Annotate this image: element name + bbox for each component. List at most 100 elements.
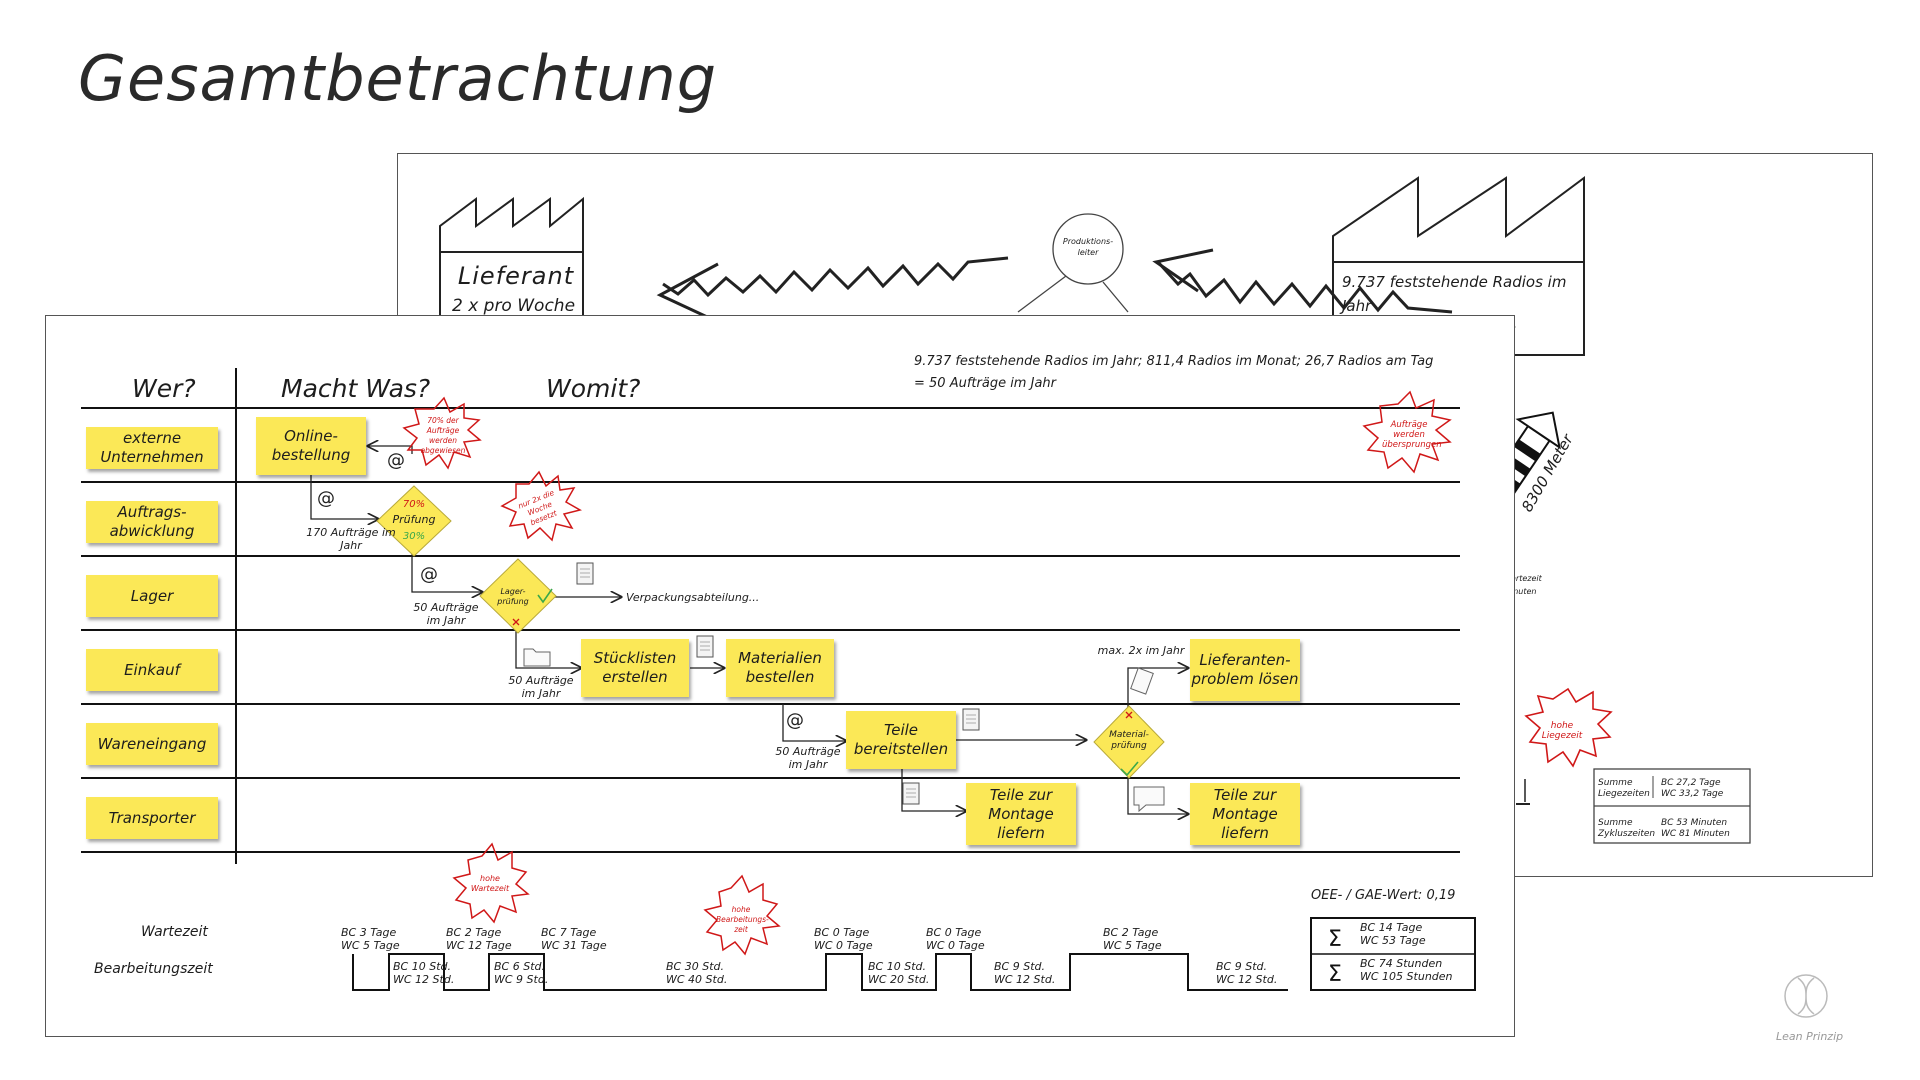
wait-wc: WC 0 Tage: [814, 939, 873, 952]
task-online-bestellung: Online-bestellung: [256, 417, 366, 475]
wait-bc: BC 0 Tage: [926, 926, 982, 939]
wait-wc: WC 12 Tage: [446, 939, 512, 952]
decision-pruefung: Prüfung: [392, 513, 436, 526]
timeline-bearbeitungszeit-label: Bearbeitungszeit: [94, 961, 213, 977]
header-with: Womit?: [546, 374, 641, 403]
proc-wc: WC 12 Std.: [994, 973, 1056, 986]
partial-text-line: artezeit: [1511, 574, 1542, 583]
email-icon: @: [420, 564, 438, 585]
sum-bc: BC 74 Stunden: [1360, 957, 1443, 970]
svg-text:Σ: Σ: [1328, 962, 1342, 987]
note-50-auftraege-wareneingang: 50 Aufträge im Jahr: [775, 745, 841, 771]
note-50-auftraege-lager: 50 Aufträge im Jahr: [413, 601, 479, 627]
partial-text-line: inuten: [1511, 587, 1537, 596]
wait-bc: BC 3 Tage: [341, 926, 397, 939]
proc-bc: BC 9 Std.: [1216, 960, 1267, 973]
sum-wc: WC 105 Stunden: [1360, 970, 1453, 983]
summary-value: WC 33,2 Tage: [1661, 789, 1724, 799]
svg-text:Σ: Σ: [1328, 927, 1342, 952]
header-who: Wer?: [132, 374, 196, 403]
proc-bc: BC 30 Std.: [666, 960, 724, 973]
proc-time-4: BC 10 Std.WC 20 Std.: [868, 960, 929, 986]
summary-value: WC 81 Minuten: [1661, 829, 1730, 839]
summary-zykluszeiten-values: BC 53 Minuten WC 81 Minuten: [1661, 818, 1749, 840]
email-icon: @: [387, 450, 405, 471]
summary-liegezeiten-values: BC 27,2 Tage WC 33,2 Tage: [1661, 778, 1749, 800]
lean-prinzip-logo-icon: [1784, 974, 1828, 1018]
note-50-auftraege-einkauf: 50 Aufträge im Jahr: [508, 674, 574, 700]
proc-time-1: BC 10 Std.WC 12 Std.: [393, 960, 454, 986]
proc-wc: WC 20 Std.: [868, 973, 930, 986]
role-einkauf: Einkauf: [86, 649, 218, 691]
proc-wc: WC 40 Std.: [666, 973, 728, 986]
task-teile-zur-montage-2: Teile zur Montage liefern: [1190, 783, 1300, 845]
burst-auftraege-abgewiesen: 70% der Aufträge werden abgewiesen: [420, 416, 466, 455]
burst-liegezeit: hohe Liegezeit: [1541, 721, 1583, 741]
sum-wc: WC 53 Tage: [1360, 934, 1426, 947]
summary-zykluszeiten-label: Summe Zykluszeiten: [1598, 818, 1656, 839]
role-auftragsabwicklung: Auftrags-abwicklung: [86, 501, 218, 543]
wait-bc: BC 2 Tage: [446, 926, 502, 939]
burst-hohe-wartezeit: hohe Wartezeit: [470, 874, 510, 893]
proc-time-6: BC 9 Std.WC 12 Std.: [1216, 960, 1277, 986]
note-170-auftraege: 170 Aufträge im Jahr: [306, 526, 396, 552]
page-title: Gesamtbetrachtung: [78, 42, 718, 115]
proc-bc: BC 6 Std.: [494, 960, 545, 973]
proc-wc: WC 12 Std.: [1216, 973, 1278, 986]
partial-text: artezeit inuten: [1511, 572, 1542, 598]
proc-time-2: BC 6 Std.WC 9 Std.: [494, 960, 548, 986]
wait-bc: BC 2 Tage: [1103, 926, 1159, 939]
oee-value: OEE- / GAE-Wert: 0,19: [1311, 888, 1456, 903]
demand-line-2: = 50 Aufträge im Jahr: [914, 376, 1056, 391]
email-icon: @: [786, 710, 804, 731]
task-teile-zur-montage-1: Teile zur Montage liefern: [966, 783, 1076, 845]
proc-time-3: BC 30 Std.WC 40 Std.: [666, 960, 727, 986]
note-max-2x-im-jahr: max. 2x im Jahr: [1097, 644, 1185, 657]
role-externe-unternehmen: externe Unternehmen: [86, 427, 218, 469]
production-manager-label: Produktions-leiter: [1062, 237, 1114, 257]
task-stuecklisten-erstellen: Stücklisten erstellen: [581, 639, 689, 697]
task-materialien-bestellen: Materialien bestellen: [726, 639, 834, 697]
summary-value: BC 27,2 Tage: [1661, 778, 1721, 788]
timeline-wartezeit-label: Wartezeit: [141, 924, 208, 940]
proc-bc: BC 10 Std.: [393, 960, 451, 973]
summary-liegezeiten-label: Summe Liegezeiten: [1598, 778, 1650, 799]
email-icon: @: [317, 488, 335, 509]
role-transporter: Transporter: [86, 797, 218, 839]
logo-text: Lean Prinzip: [1776, 1030, 1844, 1043]
header-what: Macht Was?: [281, 374, 431, 403]
role-wareneingang: Wareneingang: [86, 723, 218, 765]
supplier-name: Lieferant: [457, 262, 575, 290]
timeline-step-line: Σ Σ: [352, 917, 1476, 991]
wait-wc: WC 5 Tage: [341, 939, 400, 952]
wait-wc: WC 5 Tage: [1103, 939, 1162, 952]
proc-bc: BC 9 Std.: [994, 960, 1045, 973]
burst-auftraege-uebersprungen: Aufträge werden übersprungen: [1382, 420, 1442, 450]
pruefung-accept-rate: 70%: [402, 499, 426, 510]
sum-bc: BC 14 Tage: [1360, 921, 1423, 934]
demand-line-1: 9.737 feststehende Radios im Jahr; 811,4…: [914, 354, 1434, 369]
wait-bc: BC 7 Tage: [541, 926, 597, 939]
decision-materialpruefung: Material-prüfung: [1109, 730, 1149, 751]
role-lager: Lager: [86, 575, 218, 617]
proc-time-5: BC 9 Std.WC 12 Std.: [994, 960, 1055, 986]
customer-info-line: 9.737 feststehende Radios im Jahr: [1342, 273, 1567, 315]
wait-bc: BC 0 Tage: [814, 926, 870, 939]
supplier-frequency: 2 x pro Woche: [451, 296, 576, 316]
proc-bc: BC 10 Std.: [868, 960, 926, 973]
summary-value: BC 53 Minuten: [1661, 818, 1728, 828]
proc-wc: WC 9 Std.: [494, 973, 549, 986]
proc-wc: WC 12 Std.: [393, 973, 455, 986]
burst-hohe-bearbeitungszeit: hohe Bearbeitungs-zeit: [716, 905, 769, 934]
pruefung-reject-rate: 30%: [402, 531, 426, 542]
wait-wc: WC 0 Tage: [926, 939, 985, 952]
decision-lagerpruefung: Lager-prüfung: [497, 587, 529, 606]
